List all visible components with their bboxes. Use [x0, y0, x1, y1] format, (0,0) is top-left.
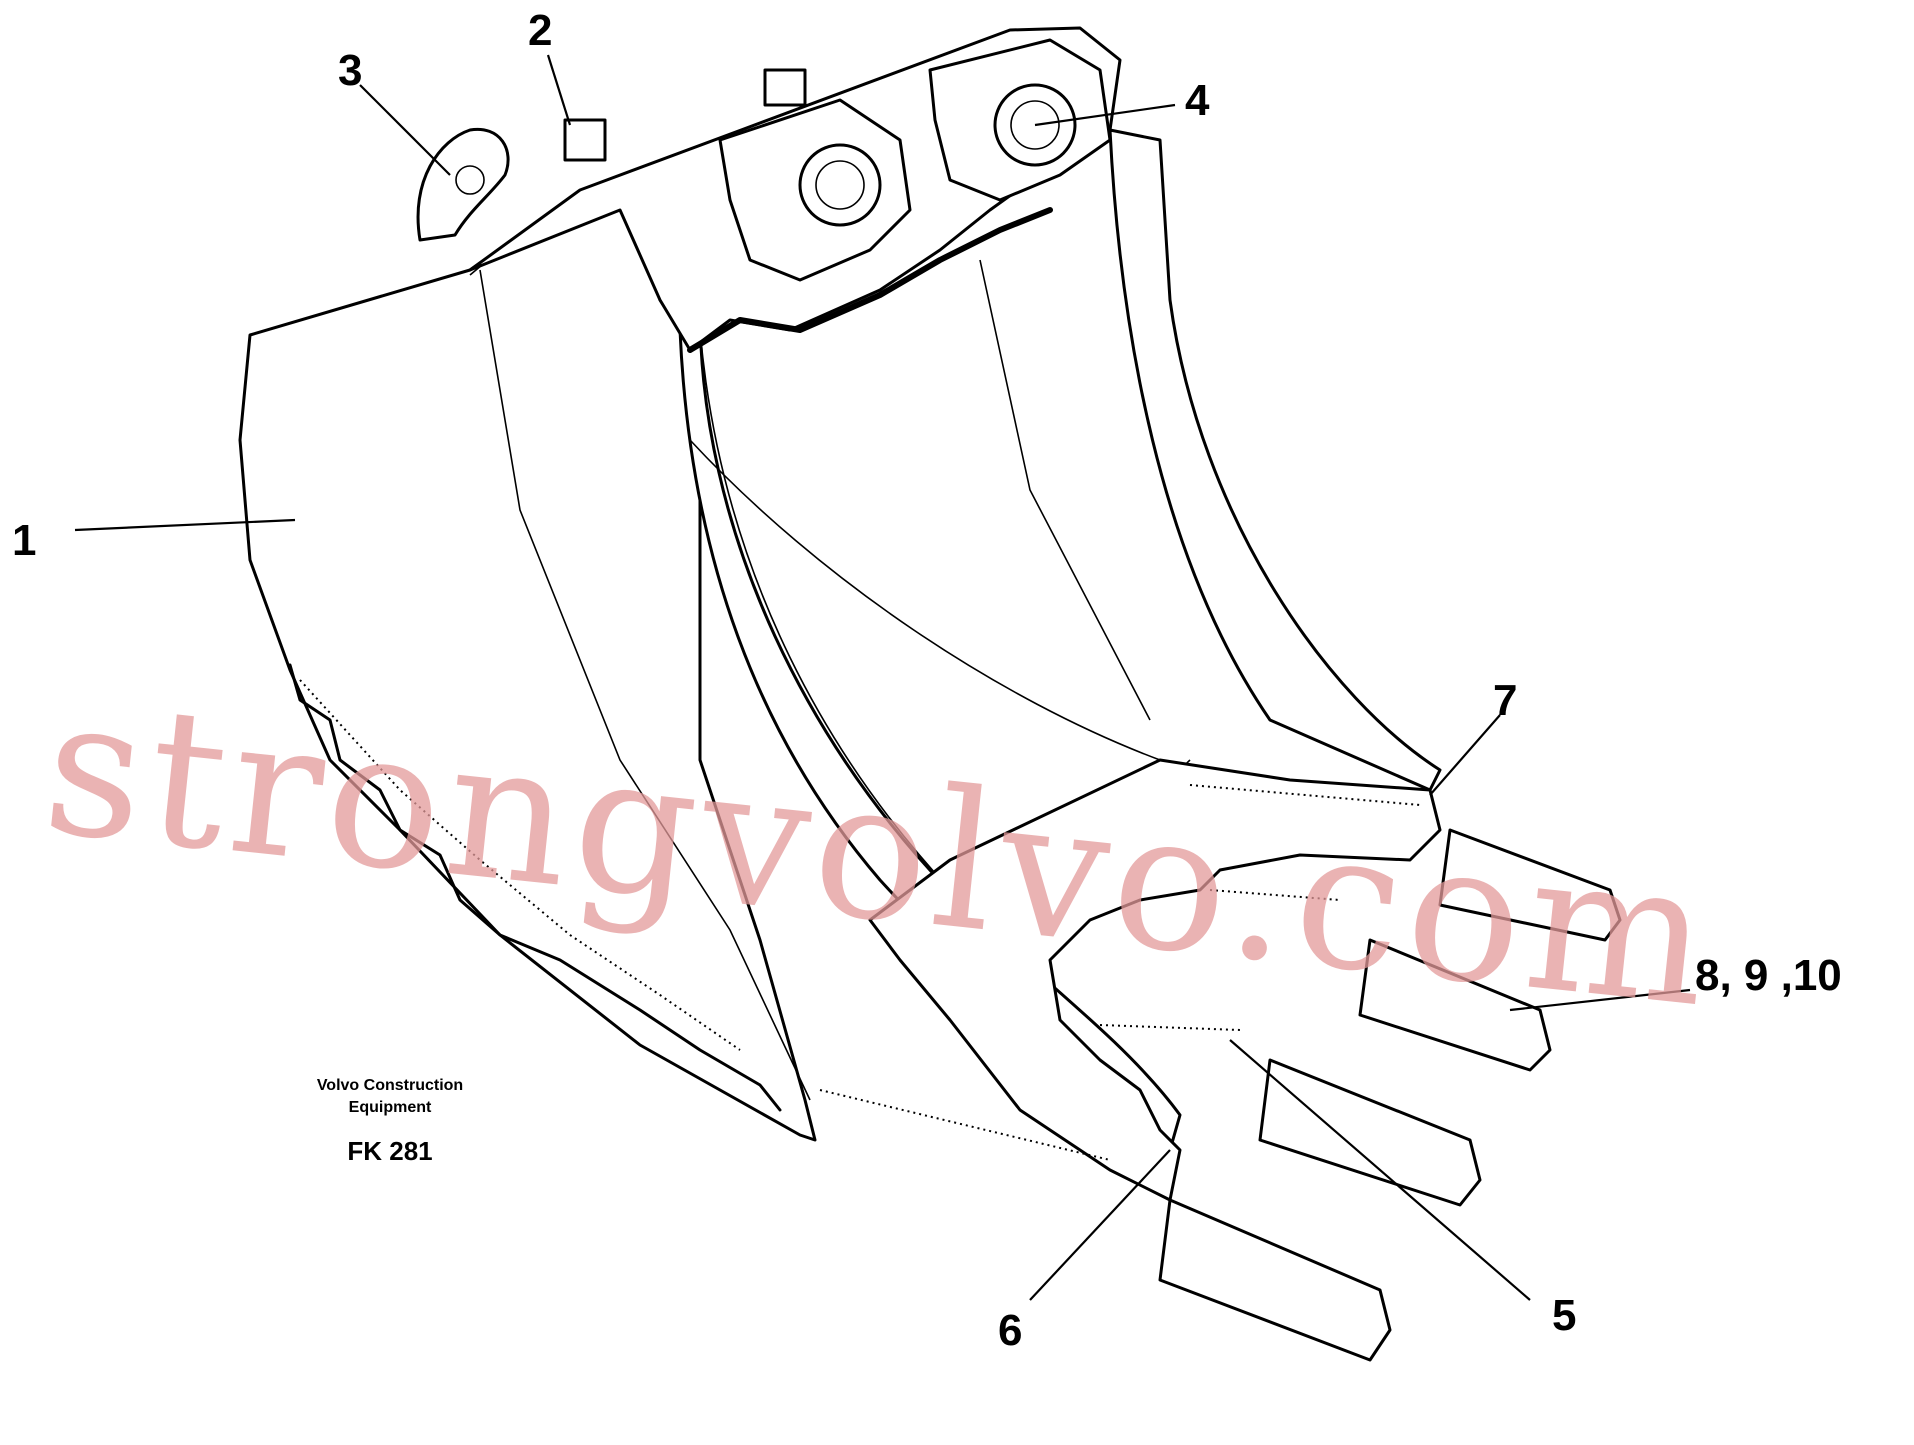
lifting-eye: [416, 127, 510, 242]
caption-manufacturer-line1: Volvo Construction: [317, 1077, 463, 1094]
callout-6: 6: [998, 1306, 1022, 1355]
grease-nipple-left: [563, 118, 607, 162]
callout-7: 7: [1493, 676, 1517, 725]
figure-caption: Volvo Construction Equipment FK 281: [317, 1077, 463, 1166]
callout-1: 1: [12, 516, 36, 565]
bucket-right-side-plate: [1108, 128, 1442, 792]
tooth-1: [1438, 828, 1622, 942]
pin-boss-left: [798, 143, 882, 227]
leader-lines: [74, 54, 1691, 1301]
callout-5: 5: [1552, 1291, 1576, 1340]
bucket-bottom-wear-strips: [288, 663, 782, 1112]
bucket-side-plate: [238, 193, 817, 1142]
callout-3: 3: [338, 46, 362, 95]
caption-manufacturer-line2: Equipment: [349, 1099, 432, 1116]
bucket-illustration: [238, 26, 1622, 1362]
watermark: strongvolvo.com: [35, 655, 1724, 1050]
figure-code: FK 281: [347, 1136, 432, 1166]
callouts: 1 2 3 4 5 6 7 8, 9 ,10: [12, 6, 1842, 1355]
tooth-3: [1258, 1058, 1482, 1207]
callout-2: 2: [528, 6, 552, 55]
tooth-4: [1158, 1198, 1392, 1362]
callout-8-9-10: 8, 9 ,10: [1695, 951, 1842, 1000]
callout-4: 4: [1185, 76, 1210, 125]
cutting-edge: [868, 758, 1442, 1202]
tooth-2: [1358, 938, 1552, 1072]
grease-nipple-right: [763, 68, 807, 107]
